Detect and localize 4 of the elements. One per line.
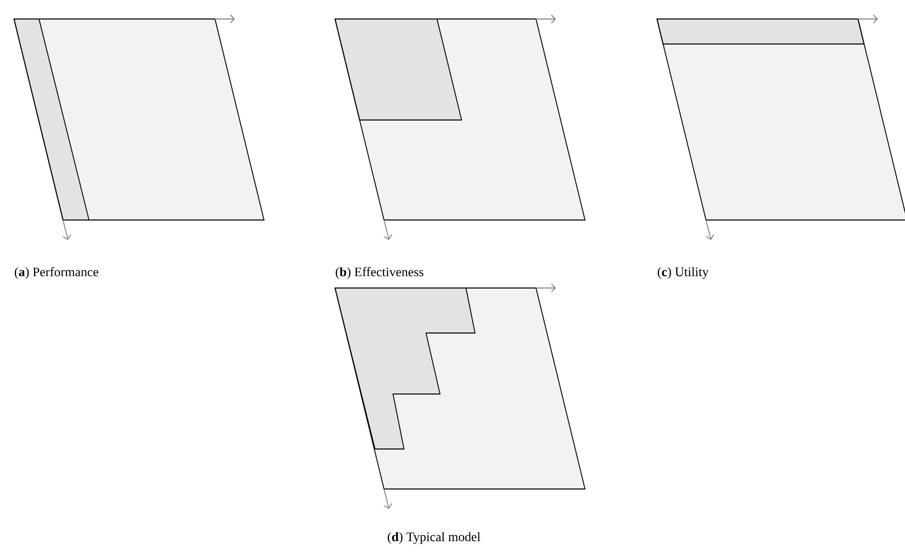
- caption: (c) Utility: [658, 267, 709, 279]
- caption: (b) Effectiveness: [336, 267, 424, 279]
- caption: (d) Typical model: [388, 532, 480, 544]
- caption: (a) Performance: [14, 267, 98, 279]
